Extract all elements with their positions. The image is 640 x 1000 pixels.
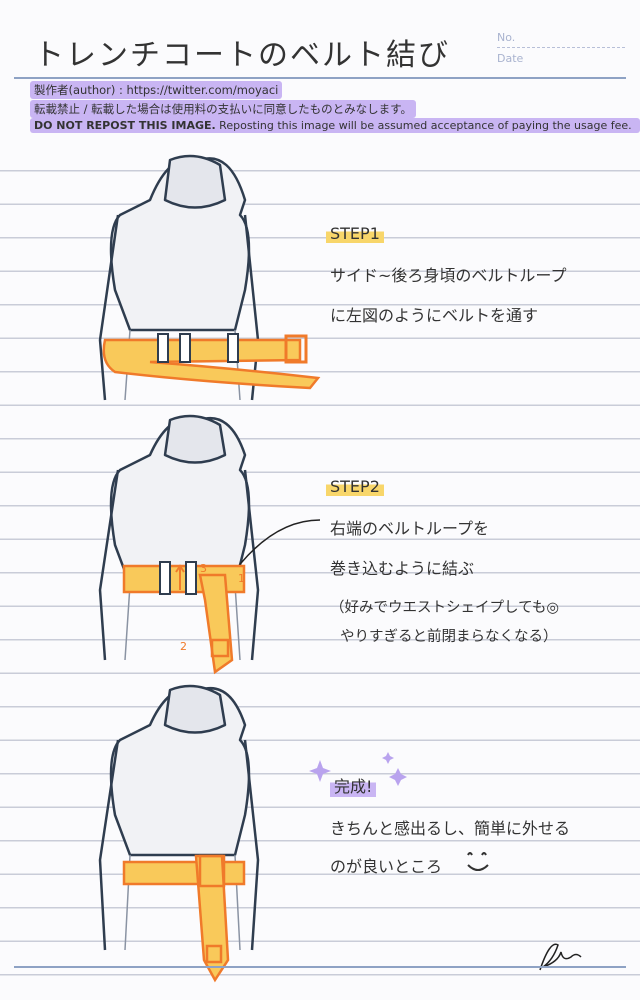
annotation-3: 3 <box>200 562 207 575</box>
coat-illustration-step2 <box>98 414 321 661</box>
smile-icon <box>467 852 489 871</box>
belt-step1 <box>102 333 321 390</box>
repost-notice-ja: 転載禁止 / 転載した場合は使用料の支払いに同意したものとみなします。 <box>30 100 417 118</box>
step2-line1: 右端のベルトループを <box>330 519 490 538</box>
belt-step2 <box>122 561 246 675</box>
step2-line2: 巻き込むように結ぶ <box>330 559 475 578</box>
repost-notice-en: DO NOT REPOST THIS IMAGE. Reposting this… <box>30 118 640 133</box>
sparkle-icon <box>309 752 407 786</box>
repost-notice-en-text: Reposting this image will be assumed acc… <box>215 119 632 132</box>
repost-warning: DO NOT REPOST THIS IMAGE. <box>34 119 216 132</box>
arrow-icon <box>175 564 185 590</box>
coat-illustration-step1 <box>98 154 260 401</box>
date-label: Date <box>497 52 524 65</box>
page-title: トレンチコートのベルト結び <box>34 38 450 73</box>
step1-line2: に左図のようにベルトを通す <box>330 306 539 325</box>
no-label: No. <box>497 31 516 44</box>
bottom-ruler <box>14 966 626 968</box>
coat-illustration-finished <box>98 684 260 951</box>
step2-note2: やりすぎると前閉まらなくなる） <box>340 629 558 645</box>
finished-line2: のが良いところ <box>330 857 443 876</box>
annotation-2: 2 <box>180 640 187 653</box>
author-credit: 製作者(author) : https://twitter.com/moyaci <box>30 81 283 99</box>
finished-line1: きちんと感出るし、簡単に外せる <box>330 819 571 838</box>
step2-note1: （好みでウエストシェイプしても◎ <box>330 600 559 616</box>
step1-heading: STEP1 <box>326 224 384 243</box>
no-line <box>497 47 625 48</box>
step1-line1: サイド~後ろ身頃のベルトループ <box>330 266 567 285</box>
finished-heading: 完成! <box>330 773 377 797</box>
step2-heading: STEP2 <box>326 477 384 496</box>
repost-notice-ja-text: 転載禁止 / 転載した場合は使用料の支払いに同意したものとみなします。 <box>34 102 413 116</box>
signature <box>539 943 582 971</box>
header-rule <box>14 77 626 79</box>
annotation-1: 1 <box>238 572 245 585</box>
belt-finished <box>122 854 246 983</box>
